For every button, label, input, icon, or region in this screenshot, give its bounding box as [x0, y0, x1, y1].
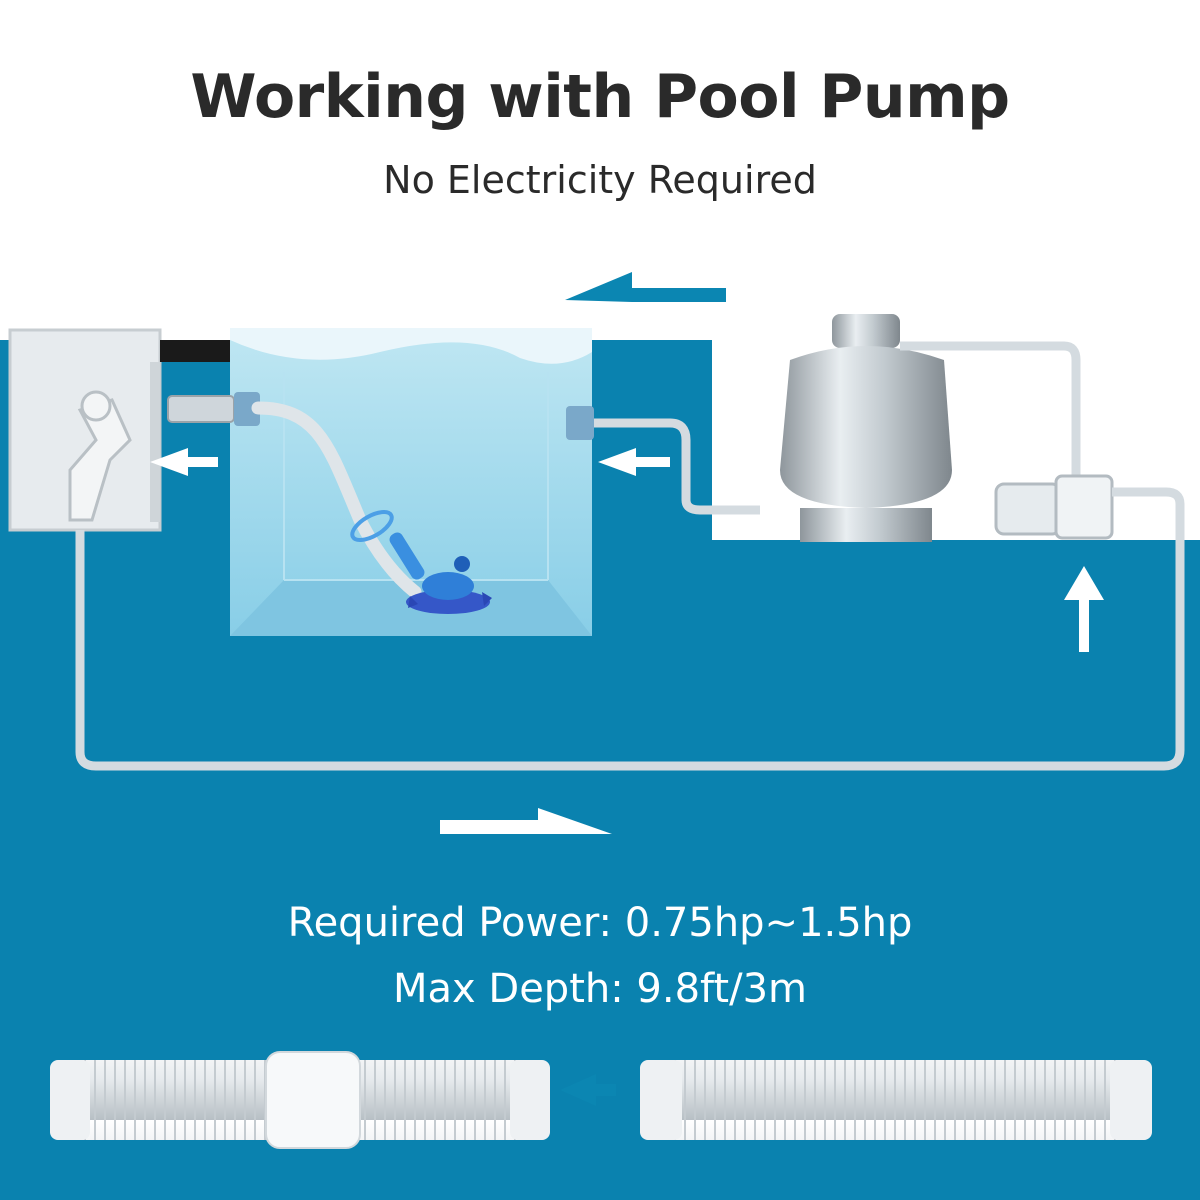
arrow-right-icon	[440, 808, 612, 834]
filter-pump-pipe	[900, 341, 1081, 480]
page-title: Working with Pool Pump	[190, 62, 1010, 132]
arrow-left-icon	[565, 272, 726, 302]
spec-max-depth: Max Depth: 9.8ft/3m	[392, 966, 807, 1012]
arrow-left-icon	[150, 448, 218, 476]
cleaner-hose	[251, 401, 422, 599]
arrow-up-icon	[1064, 566, 1104, 652]
hose-fitting-left	[167, 392, 260, 426]
suction-pipe	[75, 487, 1185, 771]
water-tank	[230, 328, 592, 636]
hose-section-right	[640, 1060, 1152, 1140]
skimmer-box	[8, 328, 230, 532]
hose-section-left	[50, 1051, 550, 1149]
pool-cleaner	[350, 510, 492, 614]
return-pipe	[594, 418, 760, 515]
return-fitting	[566, 406, 594, 440]
spec-required-power: Required Power: 0.75hp~1.5hp	[287, 900, 913, 946]
arrow-left-icon	[560, 1074, 616, 1106]
page-subtitle: No Electricity Required	[383, 158, 817, 202]
pool-pump	[994, 474, 1114, 540]
arrow-left-icon	[598, 448, 670, 476]
sand-filter	[780, 314, 952, 542]
